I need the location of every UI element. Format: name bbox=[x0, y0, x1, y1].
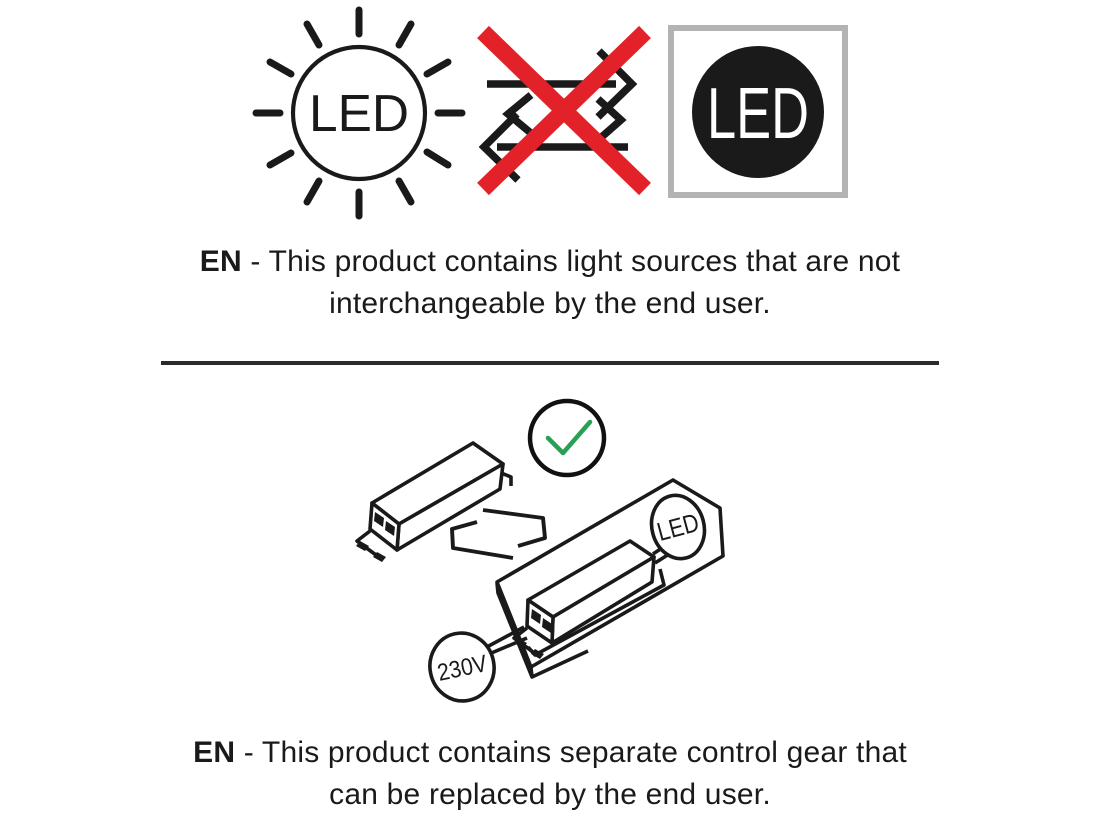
caption-lang: EN bbox=[199, 245, 242, 278]
terminal bbox=[374, 512, 384, 527]
check-icon bbox=[527, 398, 607, 478]
flange-foot bbox=[356, 541, 369, 551]
caption-text: - This product contains separate control… bbox=[243, 736, 907, 769]
boxed-led-label: LED bbox=[707, 74, 809, 154]
voltage-circle-label: 230V bbox=[428, 631, 496, 703]
black-led-disc bbox=[692, 46, 824, 178]
terminal bbox=[385, 521, 395, 536]
control-gear-diagram: LED 230V bbox=[355, 398, 725, 703]
caption-line: interchangeable by the end user. bbox=[0, 283, 1100, 325]
light-source-pictogram-row: LED LED bbox=[252, 6, 848, 220]
caption-line: EN - This product contains separate cont… bbox=[0, 732, 1100, 774]
red-cross-icon bbox=[477, 25, 651, 196]
caption-text: interchangeable by the end user. bbox=[329, 287, 771, 320]
no-interchange-icon bbox=[477, 25, 651, 196]
panel-thickness-bottom bbox=[531, 649, 589, 679]
control-gear-detached bbox=[355, 441, 505, 562]
box-flange bbox=[512, 626, 535, 654]
caption-text: - This product contains light sources th… bbox=[250, 245, 901, 278]
sun-circle bbox=[290, 44, 428, 182]
led-light-source-icon: LED bbox=[252, 6, 466, 220]
caption-line: EN - This product contains light sources… bbox=[0, 241, 1100, 283]
led-module-icon: LED bbox=[668, 25, 848, 198]
control-gear-installed bbox=[512, 539, 656, 659]
flange-foot bbox=[373, 552, 386, 562]
section-divider bbox=[161, 361, 939, 365]
swap-arrows-icon bbox=[450, 508, 547, 560]
caption-text: can be replaced by the end user. bbox=[329, 778, 771, 811]
caption-line: can be replaced by the end user. bbox=[0, 774, 1100, 816]
led-circle-label: LED bbox=[649, 493, 707, 561]
sun-rays bbox=[252, 6, 466, 220]
terminal bbox=[531, 609, 541, 624]
caption-lang: EN bbox=[193, 736, 236, 769]
box-flange bbox=[355, 529, 378, 557]
light-source-caption: EN - This product contains light sources… bbox=[0, 241, 1100, 325]
sun-led-label: LED bbox=[309, 85, 409, 143]
terminal bbox=[542, 618, 552, 633]
control-gear-caption: EN - This product contains separate cont… bbox=[0, 732, 1100, 816]
flange-foot bbox=[531, 649, 544, 659]
flange-foot bbox=[514, 638, 527, 648]
